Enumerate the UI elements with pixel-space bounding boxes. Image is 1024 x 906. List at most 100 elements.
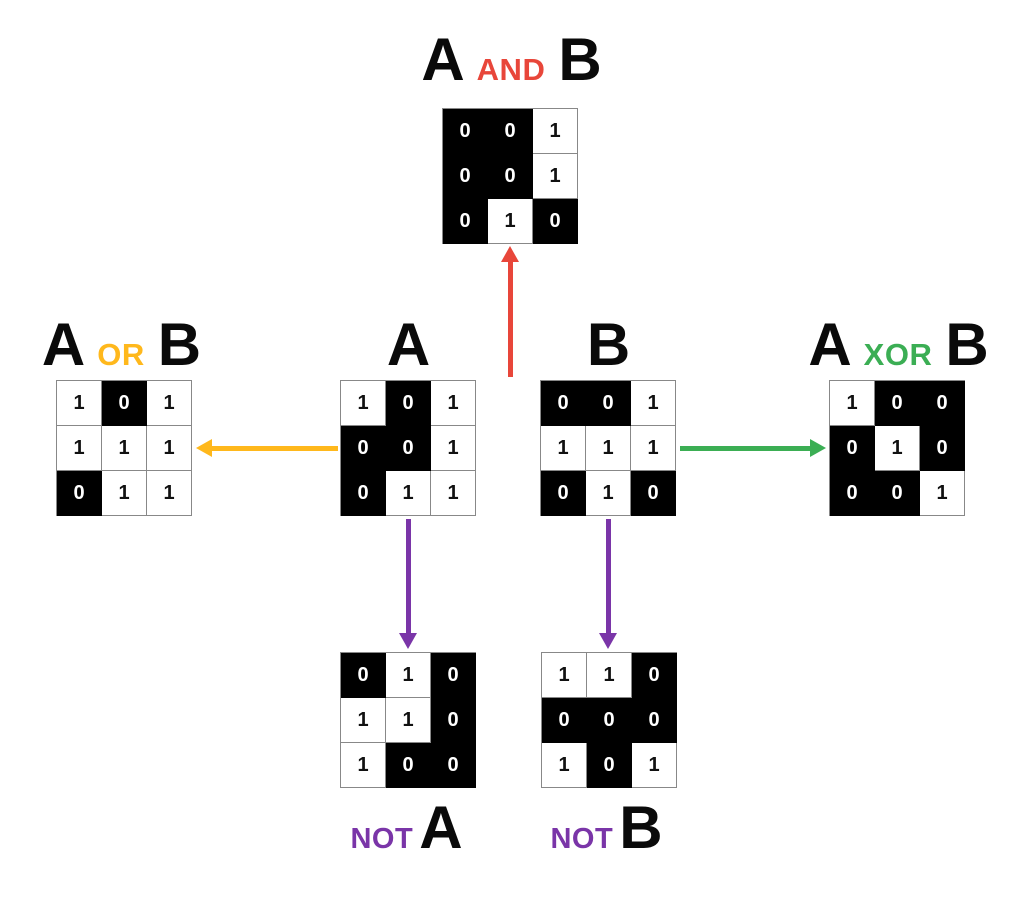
matrix-cell: 0	[541, 381, 586, 426]
matrix-cell: 0	[386, 743, 431, 788]
title-a-xor-b: A XOR B	[808, 311, 988, 378]
matrix-cell: 1	[875, 426, 920, 471]
matrix-cell: 1	[431, 426, 476, 471]
matrix-cell: 0	[920, 426, 965, 471]
title-a-and-b: A AND B	[421, 26, 601, 93]
operand-letter-a: A	[386, 311, 430, 378]
matrix-cell: 0	[443, 154, 488, 199]
matrix-cell: 1	[488, 199, 533, 244]
matrix-cell: 0	[631, 471, 676, 516]
operand-letter-a: A	[808, 311, 851, 378]
operand-letter-b: B	[157, 311, 201, 378]
matrix-cell: 0	[920, 381, 965, 426]
arrow-head	[196, 439, 212, 457]
matrix-cell: 0	[830, 426, 875, 471]
arrow-shaft	[680, 445, 810, 451]
matrix-cell: 1	[147, 381, 192, 426]
operand-letter-a: A	[421, 26, 464, 93]
matrix-cell: 0	[386, 381, 431, 426]
matrix-cell: 0	[533, 199, 578, 244]
matrix-cell: 1	[341, 381, 386, 426]
matrix-cell: 1	[57, 426, 102, 471]
matrix-cell: 1	[386, 698, 431, 743]
and-arrow-up-icon	[501, 246, 519, 377]
matrix-cell: 1	[631, 381, 676, 426]
matrix-cell: 0	[542, 698, 587, 743]
operator-xor-label: XOR	[863, 337, 933, 372]
matrix-cell: 0	[341, 653, 386, 698]
title-a: A	[386, 311, 430, 378]
matrix-cell: 1	[586, 426, 631, 471]
matrix-cell: 1	[386, 653, 431, 698]
matrix-cell: 1	[431, 471, 476, 516]
matrix-cell: 0	[443, 199, 488, 244]
matrix-cell: 0	[830, 471, 875, 516]
matrix-cell: 1	[631, 426, 676, 471]
matrix-cell: 1	[533, 154, 578, 199]
matrix-cell: 0	[488, 109, 533, 154]
matrix-cell: 0	[541, 471, 586, 516]
matrix-cell: 0	[443, 109, 488, 154]
not-a-arrow-down-icon	[399, 519, 417, 649]
operand-letter-a: A	[419, 794, 462, 861]
operand-letter-b: B	[586, 311, 630, 378]
matrix-cell: 1	[586, 471, 631, 516]
matrix-cell: 1	[587, 653, 632, 698]
matrix-cell: 1	[431, 381, 476, 426]
matrix-cell: 0	[431, 653, 476, 698]
matrix-cell: 1	[542, 743, 587, 788]
operand-letter-b: B	[558, 26, 601, 93]
matrix-cell: 1	[57, 381, 102, 426]
matrix-cell: 0	[386, 426, 431, 471]
matrix-cell: 1	[830, 381, 875, 426]
xor-arrow-right-icon	[680, 439, 826, 457]
matrix-cell: 1	[632, 743, 677, 788]
matrix-cell: 0	[102, 381, 147, 426]
operator-and-label: AND	[476, 52, 546, 87]
label-not-b: NOT B	[550, 798, 662, 858]
operator-not-label: NOT	[350, 823, 414, 855]
matrix-cell: 0	[875, 471, 920, 516]
matrix-cell: 1	[341, 698, 386, 743]
matrix-cell: 0	[57, 471, 102, 516]
arrow-shaft	[405, 519, 411, 633]
arrow-shaft	[212, 445, 338, 451]
arrow-shaft	[507, 262, 513, 377]
arrow-head	[399, 633, 417, 649]
matrix-cell: 1	[147, 471, 192, 516]
matrix-cell: 1	[386, 471, 431, 516]
matrix-cell: 0	[587, 698, 632, 743]
matrix-cell: 0	[341, 426, 386, 471]
matrix-cell: 0	[875, 381, 920, 426]
matrix-cell: 0	[431, 698, 476, 743]
operator-not-label: NOT	[550, 823, 614, 855]
arrow-shaft	[605, 519, 611, 633]
label-not-a: NOT A	[350, 794, 462, 861]
matrix-cell: 1	[102, 426, 147, 471]
title-a-or-b: A OR B	[42, 311, 201, 378]
matrix-cell: 0	[341, 471, 386, 516]
matrix-cell: 0	[431, 743, 476, 788]
operator-or-label: OR	[97, 337, 145, 372]
matrix-cell: 1	[920, 471, 965, 516]
matrix-cell: 1	[102, 471, 147, 516]
matrix-cell: 1	[533, 109, 578, 154]
not-b-arrow-down-icon	[599, 519, 617, 649]
arrow-head	[810, 439, 826, 457]
title-b: B	[586, 311, 630, 378]
matrix-cell: 1	[542, 653, 587, 698]
matrix-cell: 1	[147, 426, 192, 471]
matrix-cell: 0	[587, 743, 632, 788]
matrix-cell: 0	[632, 698, 677, 743]
arrow-head	[599, 633, 617, 649]
matrix-cell: 1	[341, 743, 386, 788]
matrix-cell: 0	[488, 154, 533, 199]
